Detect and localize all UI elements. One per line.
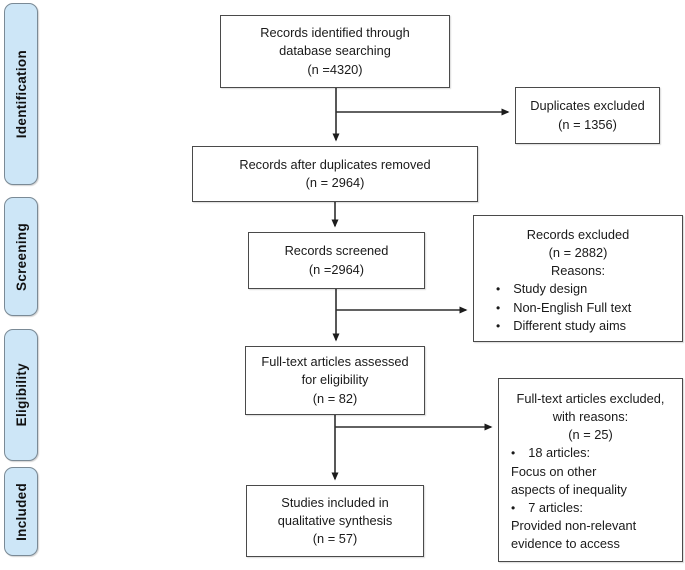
stage-identification: Identification <box>4 3 38 185</box>
box-count: (n = 2964) <box>305 175 365 190</box>
box-fulltext-excluded: Full-text articles excluded, with reason… <box>498 378 683 562</box>
box-text-line: Records screened <box>284 243 389 259</box>
reason-text: 18 articles: <box>528 445 591 461</box>
reason-detail: aspects of inequality <box>511 481 627 497</box>
exclusion-reason: • 18 articles: <box>499 444 682 462</box>
box-records-identified: Records identified through database sear… <box>220 15 450 88</box>
stage-screening: Screening <box>4 197 38 316</box>
box-text-line: Full-text articles excluded, <box>516 391 665 406</box>
box-duplicates-excluded: Duplicates excluded (n = 1356) <box>515 87 660 144</box>
stage-label: Screening <box>13 222 29 291</box>
reason-detail: Focus on other <box>511 463 597 479</box>
box-text-line: Reasons: <box>550 263 606 279</box>
bullet-icon: • <box>511 500 516 515</box>
box-text-line: Records excluded <box>526 227 630 242</box>
reason-text: Different study aims <box>513 317 627 333</box>
reason-text: Non-English Full text <box>513 299 632 315</box>
box-text-line: Full-text articles assessed <box>261 354 409 370</box>
box-text-line: database searching <box>279 43 391 59</box>
box-records-after-duplicates: Records after duplicates removed (n = 29… <box>192 146 478 202</box>
stage-included: Included <box>4 467 38 556</box>
exclusion-reason: • 7 articles: <box>499 499 682 517</box>
reason-text: Study design <box>513 281 588 297</box>
box-studies-included: Studies included in qualitative synthesi… <box>246 485 424 557</box>
exclusion-reason: • Study design <box>464 280 685 298</box>
bullet-icon: • <box>511 446 516 461</box>
box-fulltext-assessed: Full-text articles assessed for eligibil… <box>245 346 425 415</box>
box-records-excluded: Records excluded (n = 2882) Reasons: • S… <box>473 215 683 342</box>
box-count: (n = 25) <box>568 427 613 443</box>
stage-label: Identification <box>13 49 29 139</box>
box-text-line: Studies included in <box>281 494 389 510</box>
exclusion-reason: • Non-English Full text <box>464 299 685 317</box>
box-text-line: Records after duplicates removed <box>239 156 431 172</box>
box-text-line: qualitative synthesis <box>277 512 393 528</box>
reason-text: 7 articles: <box>528 499 583 515</box>
bullet-icon: • <box>496 300 501 315</box>
box-text-line: Records identified through <box>260 25 410 41</box>
bullet-icon: • <box>496 282 501 297</box>
box-count: (n = 1356) <box>558 116 617 132</box>
reason-detail: Provided non-relevant <box>511 518 637 534</box>
stage-label: Included <box>13 482 29 541</box>
box-records-screened: Records screened (n =2964) <box>248 232 425 289</box>
box-count: (n = 57) <box>312 531 358 547</box>
box-count: (n = 2882) <box>548 245 608 261</box>
exclusion-reason: • Different study aims <box>464 317 685 335</box>
stage-eligibility: Eligibility <box>4 329 38 461</box>
box-count: (n = 82) <box>312 390 358 406</box>
box-text-line: Duplicates excluded <box>530 98 645 114</box>
box-text-line: with reasons: <box>552 409 629 425</box>
reason-detail: evidence to access <box>511 536 620 552</box>
box-count: (n =4320) <box>307 61 363 77</box>
stage-label: Eligibility <box>13 363 29 427</box>
bullet-icon: • <box>496 318 501 333</box>
box-text-line: for eligibility <box>301 372 369 388</box>
box-count: (n =2964) <box>308 261 365 277</box>
